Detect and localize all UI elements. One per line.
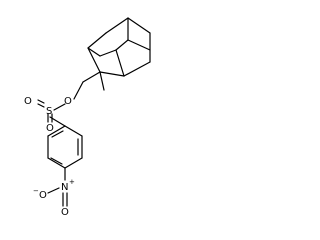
bond <box>53 103 66 111</box>
methyl-bond <box>99 71 105 91</box>
bond <box>64 125 83 137</box>
bond <box>87 47 101 73</box>
bond <box>115 39 129 51</box>
benzene-ring <box>47 125 83 169</box>
bond <box>47 187 60 194</box>
atom-label-s: S <box>46 106 52 117</box>
bond <box>87 32 107 49</box>
atom-label-o-sulfonyl-bottom: O <box>46 123 54 134</box>
atom-label-o-ester: O <box>64 96 72 107</box>
atom-label-o-sulfonyl-left: O <box>24 96 32 107</box>
charge-n-plus: + <box>69 178 75 186</box>
bond <box>73 81 84 100</box>
chemical-structure: O S O O N + O − O <box>24 17 151 218</box>
bond <box>37 103 45 108</box>
atom-label-n: N <box>61 182 68 193</box>
bond <box>47 125 66 137</box>
bond <box>115 49 125 77</box>
bond <box>47 157 66 169</box>
sulfonyl-group <box>37 99 66 127</box>
bond <box>64 157 83 169</box>
bond <box>82 71 101 83</box>
bond <box>123 61 151 77</box>
structure-canvas: O S O O N + O − O <box>24 17 151 218</box>
bond <box>99 49 117 57</box>
bond <box>127 39 151 51</box>
bond <box>127 17 151 34</box>
bond <box>49 116 66 127</box>
bond <box>51 130 64 138</box>
charge-o-minus: − <box>33 187 39 195</box>
atom-label-o-nitro-left: O <box>39 190 47 201</box>
bond <box>105 17 129 34</box>
nitro-group <box>47 167 68 207</box>
bond <box>50 157 63 165</box>
bond <box>37 99 45 104</box>
bond <box>99 71 125 77</box>
atom-label-o-nitro-bottom: O <box>61 207 69 218</box>
adamantane-cage <box>87 17 151 77</box>
bond <box>87 47 101 57</box>
side-chain <box>53 71 105 111</box>
